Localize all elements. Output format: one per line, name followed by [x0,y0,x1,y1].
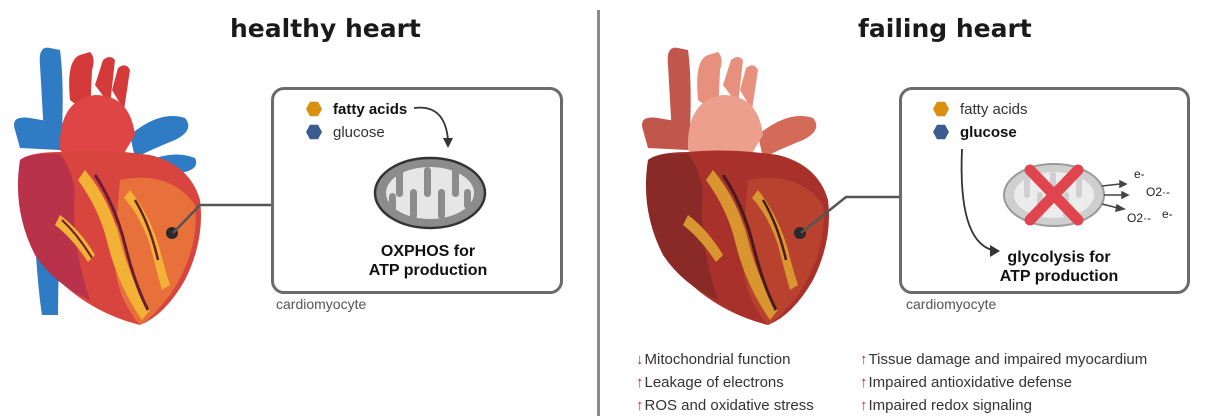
effect-item: ↑ Impaired antioxidative defense [860,371,1147,394]
effect-item: ↑ Impaired redox signaling [860,394,1147,417]
failing-connector-line [798,165,908,240]
healthy-uptake-arrow [410,100,460,160]
effect-text: Leakage of electrons [645,374,784,391]
effect-item: ↑ ROS and oxidative stress [636,394,814,417]
up-arrow-icon: ↑ [860,374,868,391]
effect-text: ROS and oxidative stress [645,397,814,414]
superoxide-label: O2·- [1127,211,1151,225]
effect-item: ↑ Tissue damage and impaired myocardium [860,348,1147,371]
electron-label: e- [1162,207,1173,221]
failing-fatty-acids-label: fatty acids [960,101,1028,118]
electron-label: e- [1134,167,1145,181]
up-arrow-icon: ↑ [636,374,644,391]
effects-list-left: ↓ Mitochondrial function ↑ Leakage of el… [636,348,814,417]
failing-heart-title: failing heart [858,14,1032,43]
healthy-fatty-acids-label: fatty acids [333,101,407,118]
effect-text: Tissue damage and impaired myocardium [869,351,1148,368]
effect-text: Mitochondrial function [645,351,791,368]
effect-text: Impaired antioxidative defense [869,374,1072,391]
up-arrow-icon: ↑ [860,351,868,368]
up-arrow-icon: ↑ [636,397,644,414]
healthy-glucose-label: glucose [333,124,385,141]
failing-glucose-label: glucose [960,124,1017,141]
healthy-connector-line [170,170,280,240]
superoxide-label: O2·- [1146,185,1170,199]
healthy-mitochondrion-icon [372,155,488,231]
healthy-cardiomyocyte-label: cardiomyocyte [276,296,366,312]
healthy-heart-title: healthy heart [230,14,421,43]
effects-list-right: ↑ Tissue damage and impaired myocardium … [860,348,1147,417]
effect-item: ↓ Mitochondrial function [636,348,814,371]
effect-item: ↑ Leakage of electrons [636,371,814,394]
failing-cardiomyocyte-label: cardiomyocyte [906,296,996,312]
effect-text: Impaired redox signaling [869,397,1032,414]
panel-divider [597,10,600,416]
up-arrow-icon: ↑ [860,397,868,414]
failing-glycolysis-arrow [950,145,1010,260]
down-arrow-icon: ↓ [636,351,644,368]
